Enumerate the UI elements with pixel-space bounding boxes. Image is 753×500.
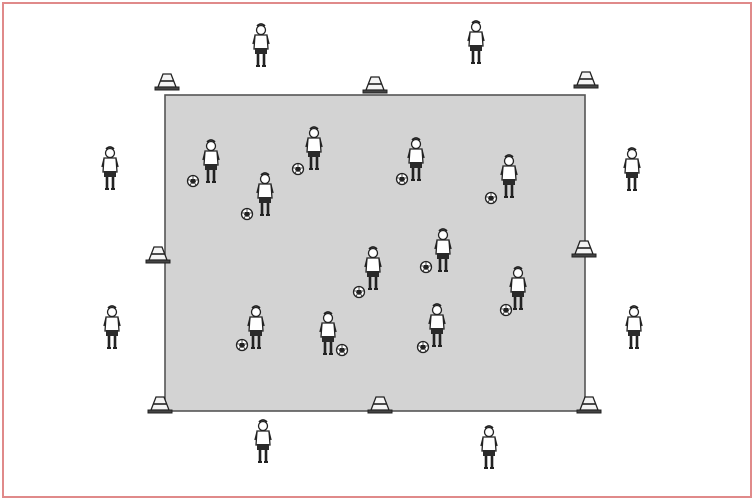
ball-icon — [188, 176, 199, 187]
ball-icon — [337, 345, 348, 356]
player-icon — [468, 21, 484, 63]
ball-icon — [242, 209, 253, 220]
cone-icon — [574, 72, 598, 88]
ball-icon — [237, 340, 248, 351]
ball-icon — [486, 193, 497, 204]
player-icon — [104, 306, 120, 348]
player-icon — [253, 24, 269, 66]
cone-icon — [363, 77, 387, 93]
ball-icon — [501, 305, 512, 316]
player-icon — [255, 420, 271, 462]
ball-icon — [421, 262, 432, 273]
player-icon — [481, 426, 497, 468]
ball-icon — [293, 164, 304, 175]
cone-icon — [155, 74, 179, 90]
player-icon — [624, 148, 640, 190]
ball-icon — [397, 174, 408, 185]
player-icon — [102, 147, 118, 189]
player-icon — [626, 306, 642, 348]
ball-icon — [354, 287, 365, 298]
ball-icon — [418, 342, 429, 353]
